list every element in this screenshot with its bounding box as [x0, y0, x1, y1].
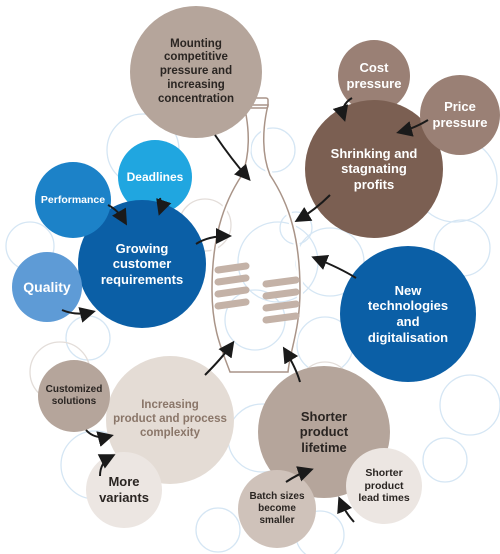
arrow-performance-to-growing	[107, 204, 128, 226]
arrow-mounting-to-bottle	[214, 134, 251, 181]
label-shorter-lead-times: Shorter product lead times	[358, 467, 410, 505]
arrow-customized-to-complexity	[85, 429, 114, 447]
arrow-lifetime-to-bottle	[282, 346, 301, 383]
label-increasing-complexity: Increasing product and process complexit…	[113, 399, 227, 439]
label-cost-pressure: Cost pressure	[346, 60, 402, 91]
bubble-price-pressure: Price pressure	[420, 75, 500, 155]
label-new-technologies: New technologies and digitalisation	[367, 282, 449, 345]
label-price-pressure: Price pressure	[432, 99, 488, 130]
label-deadlines: Deadlines	[126, 169, 184, 184]
bubble-mounting-pressure: Mounting competitive pressure and increa…	[130, 6, 262, 138]
arrow-complexity-to-bottle	[204, 340, 235, 376]
label-quality: Quality	[23, 278, 71, 295]
arrow-newtech-to-bottle	[311, 255, 357, 279]
bubble-growing-requirements: Growing customer requirements	[78, 200, 206, 328]
label-shorter-lifetime: Shorter product lifetime	[299, 408, 349, 455]
label-growing-requirements: Growing customer requirements	[100, 240, 184, 287]
bubble-new-technologies: New technologies and digitalisation	[340, 246, 476, 382]
arrow-quality-to-growing	[61, 307, 96, 323]
label-mounting-pressure: Mounting competitive pressure and increa…	[157, 37, 235, 105]
bubble-quality: Quality	[12, 252, 82, 322]
label-shrinking-profits: Shrinking and stagnating profits	[330, 145, 418, 192]
bubble-customized-solutions: Customized solutions	[38, 360, 110, 432]
bubble-performance: Performance	[35, 162, 111, 238]
label-more-variants: More variants	[99, 474, 149, 505]
label-performance: Performance	[40, 193, 106, 206]
arrow-shrinking-to-bottle	[294, 194, 331, 223]
arrow-leadtimes-to-lifetime	[337, 496, 355, 523]
arrow-growing-to-bottle	[195, 228, 232, 245]
arrow-batch-to-lifetime	[285, 466, 314, 483]
arrow-price-to-shrinking	[396, 119, 429, 137]
bubble-batch-sizes: Batch sizes become smaller	[238, 470, 316, 548]
arrow-variants-to-complexity	[97, 454, 116, 477]
arrow-cost-to-shrinking	[332, 97, 353, 122]
bubble-shorter-lead-times: Shorter product lead times	[346, 448, 422, 524]
label-customized-solutions: Customized solutions	[45, 384, 103, 407]
label-batch-sizes: Batch sizes become smaller	[249, 491, 305, 526]
arrow-deadlines-to-growing	[156, 197, 172, 216]
